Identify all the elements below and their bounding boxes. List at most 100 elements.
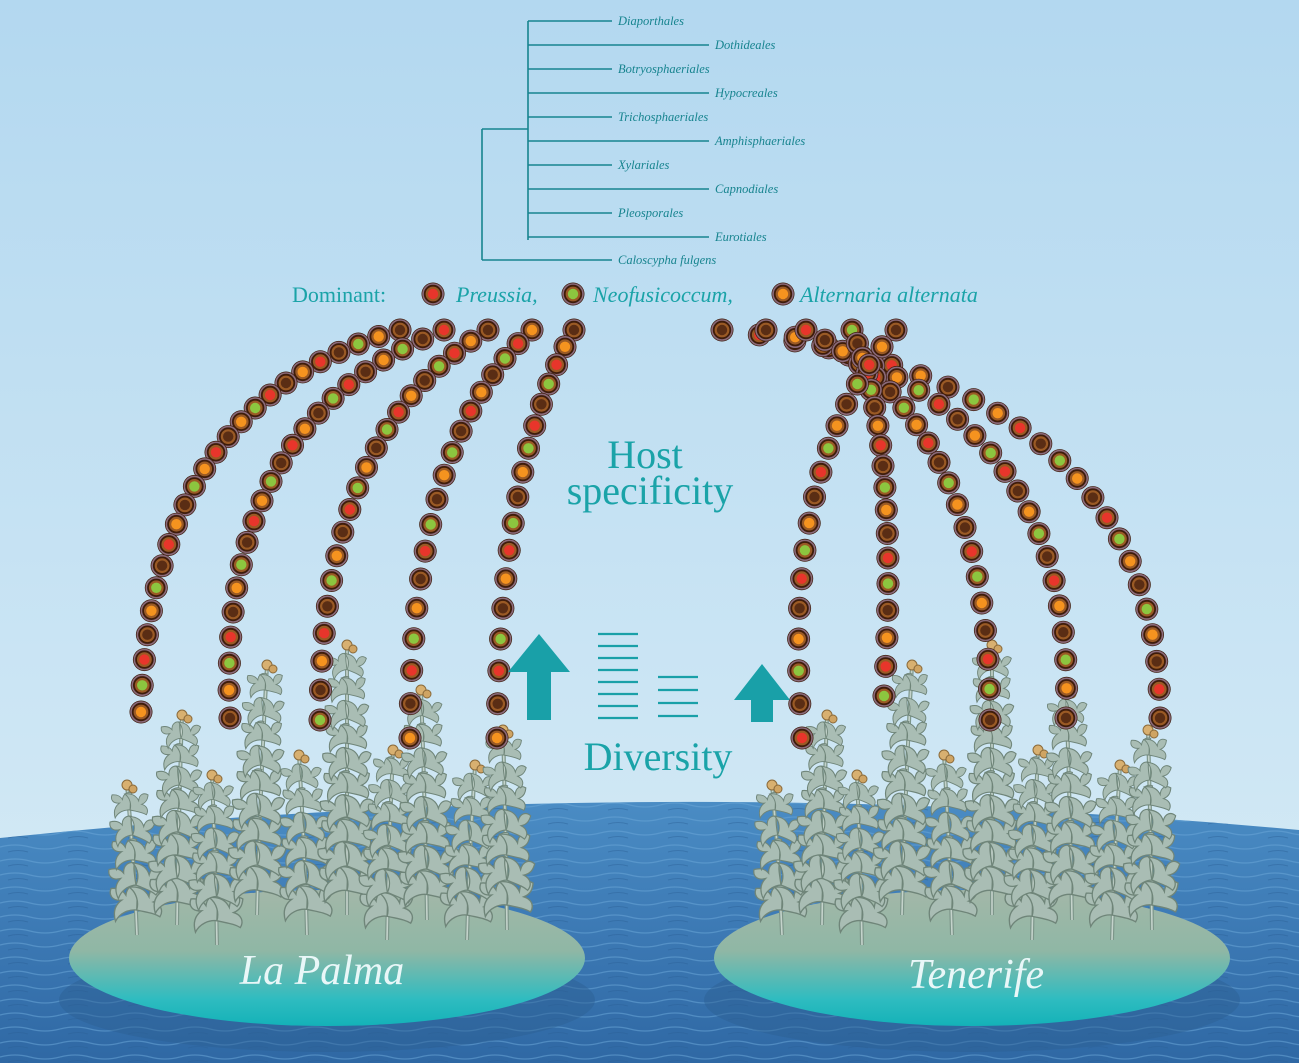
fungal-dot [130,673,154,697]
fungal-dot [398,726,422,750]
plant [477,724,536,931]
fungal-dot [875,626,899,650]
fungal-dot [816,436,840,460]
fungal-dot [1006,479,1030,503]
legend-dot-alternaria [771,282,795,306]
left-arc-3 [308,318,500,732]
fungal-dot [978,677,1001,701]
fungal-dot [946,407,970,431]
fungal-dot [876,572,900,596]
fungal-dot [427,354,451,378]
fungal-dot [511,460,535,484]
fungal-dot [916,431,940,455]
fungal-dot [400,659,424,682]
fungal-dot [132,648,156,672]
fungal-dot [135,623,159,647]
fungal-dot [497,538,521,562]
fungal-dot [1095,506,1119,530]
fungal-dot [325,544,349,568]
tree-taxa-labels: DiaporthalesDothidealesBotryosphaeriales… [617,14,805,244]
right-arc-3 [794,318,1002,732]
fungal-dot [963,424,987,448]
fungal-dot [242,509,266,533]
left-arc-2 [217,318,456,730]
fungal-dot [1054,706,1078,730]
fungal-dot [813,328,837,352]
fungal-dot [866,414,890,438]
fungal-dot [797,511,821,535]
fungal-dot [413,369,437,392]
fungal-dot [787,627,811,651]
fungal-dot [485,726,509,750]
fungal-dot [476,318,500,342]
fungal-dot [537,372,561,396]
fungal-dot [355,455,378,479]
fungal-dot [545,353,569,377]
host-label: Host [607,432,683,477]
fungal-dot [976,647,1000,671]
plant [227,659,287,916]
fungal-dot [787,659,811,683]
fungal-dot [308,350,332,374]
fungal-dot [790,726,814,750]
fungal-dot [905,413,929,437]
plant [317,639,377,916]
fungal-dot [937,471,961,495]
fungal-dot [874,498,898,522]
fungal-dot [391,337,415,361]
legend-dot [421,282,445,306]
fungal-dot [219,625,243,649]
fungal-dot [927,392,951,416]
fungal-dot [243,396,267,420]
fungal-dot [182,474,206,498]
fungal-dot [312,621,336,645]
fungal-dot [1054,648,1078,672]
fungal-dot [225,576,249,600]
fungal-dot [1048,449,1072,473]
phylogenetic-tree [481,20,709,261]
tree-taxon-label: Amphisphaeriales [714,134,805,148]
fungal-dot [306,401,330,425]
fungal-dot [788,596,812,620]
legend-dot [561,282,585,306]
fungal-dot [754,318,778,342]
fungal-dot [281,433,304,457]
fungal-dot [173,493,197,517]
fungal-dot [489,627,513,651]
fungal-dot [491,596,515,620]
fungal-dot [413,539,437,563]
fungal-dot [1035,545,1059,568]
fungal-dot [873,475,897,499]
fungal-dot [809,460,833,484]
fungal-dot [157,533,181,556]
fungal-dot [193,457,217,481]
fungal-dot [523,414,547,438]
fungal-dot [1145,649,1169,673]
fungal-arcs [129,318,1172,750]
fungal-dot [857,353,881,377]
fungal-dot [1141,623,1164,647]
fungal-dot [872,684,896,708]
tree-taxon-label: Pleosporales [617,206,683,220]
fungal-dot [139,599,163,623]
fungal-dot [367,325,391,348]
plant [833,769,890,946]
legend-text-alternaria: Alternaria alternata [798,282,978,307]
fungal-dot [1135,597,1159,621]
fungal-dot [443,341,466,365]
fungal-dot [993,459,1017,483]
fungal-dot [870,335,894,359]
plant-clusters [108,639,1181,946]
fungal-dot [1081,486,1105,510]
fungal-dot [308,708,332,732]
fungal-dot [945,493,969,517]
legend-dot-preussia [421,282,445,306]
fungal-dot [217,678,241,702]
plant [1003,744,1062,941]
island-name-la-palma: La Palma [239,948,405,994]
fungal-dot [440,441,464,464]
fungal-dot [449,419,473,443]
fungal-dot [907,378,931,402]
